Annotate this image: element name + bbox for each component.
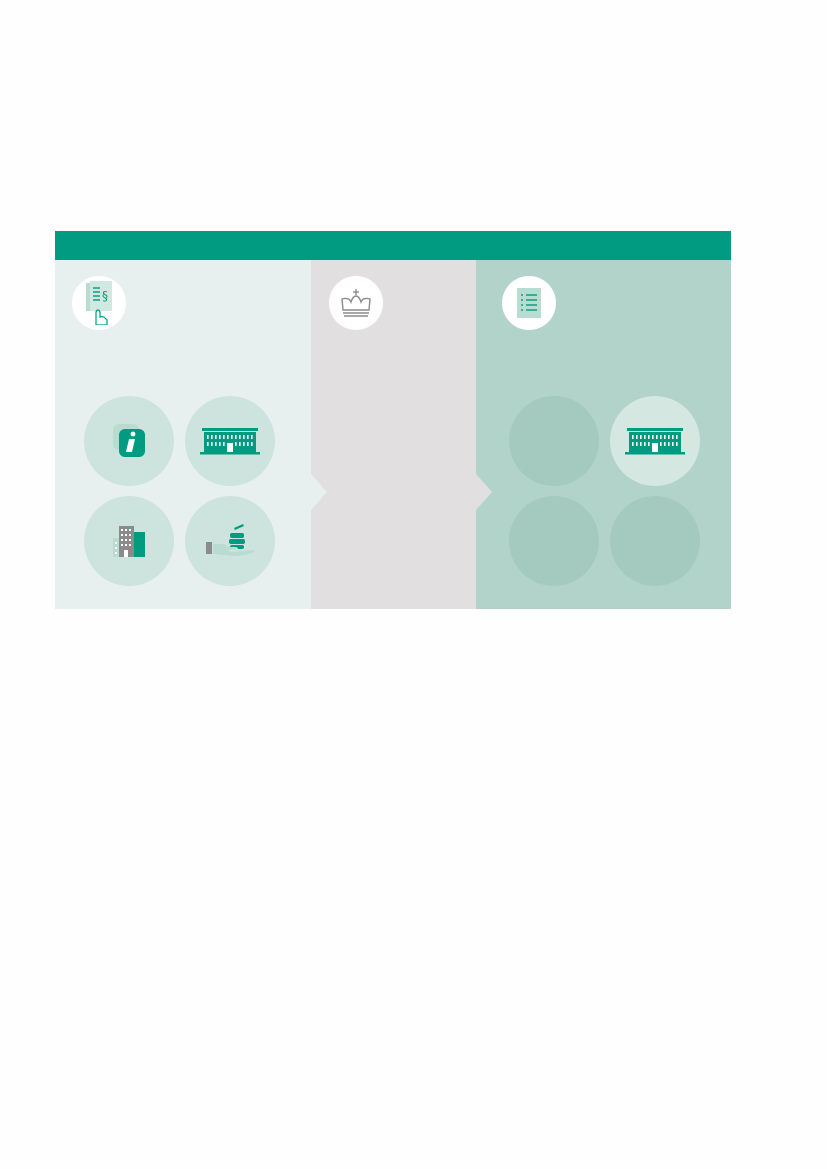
badge-list	[502, 276, 556, 330]
circle-money	[185, 496, 275, 586]
document-paragraph-hand-icon: §	[86, 281, 112, 325]
circle-muted	[509, 396, 599, 486]
crown-icon	[341, 289, 371, 317]
checklist-icon	[517, 288, 541, 318]
flow-arrow	[311, 474, 327, 510]
office-building-icon	[113, 526, 145, 557]
flow-arrow	[476, 474, 492, 510]
svg-text:§: §	[102, 289, 108, 303]
circle-information	[84, 396, 174, 486]
top-bar	[55, 231, 731, 260]
government-building-icon	[625, 428, 685, 455]
circle-muted	[509, 496, 599, 586]
government-building-icon	[200, 428, 260, 455]
circle-office	[84, 496, 174, 586]
hand-coins-icon	[206, 524, 255, 556]
badge-royal	[329, 276, 383, 330]
information-icon	[113, 424, 145, 457]
badge-legislation: §	[72, 276, 126, 330]
circle-government	[185, 396, 275, 486]
circle-muted	[610, 496, 700, 586]
circle-government-highlight	[610, 396, 700, 486]
